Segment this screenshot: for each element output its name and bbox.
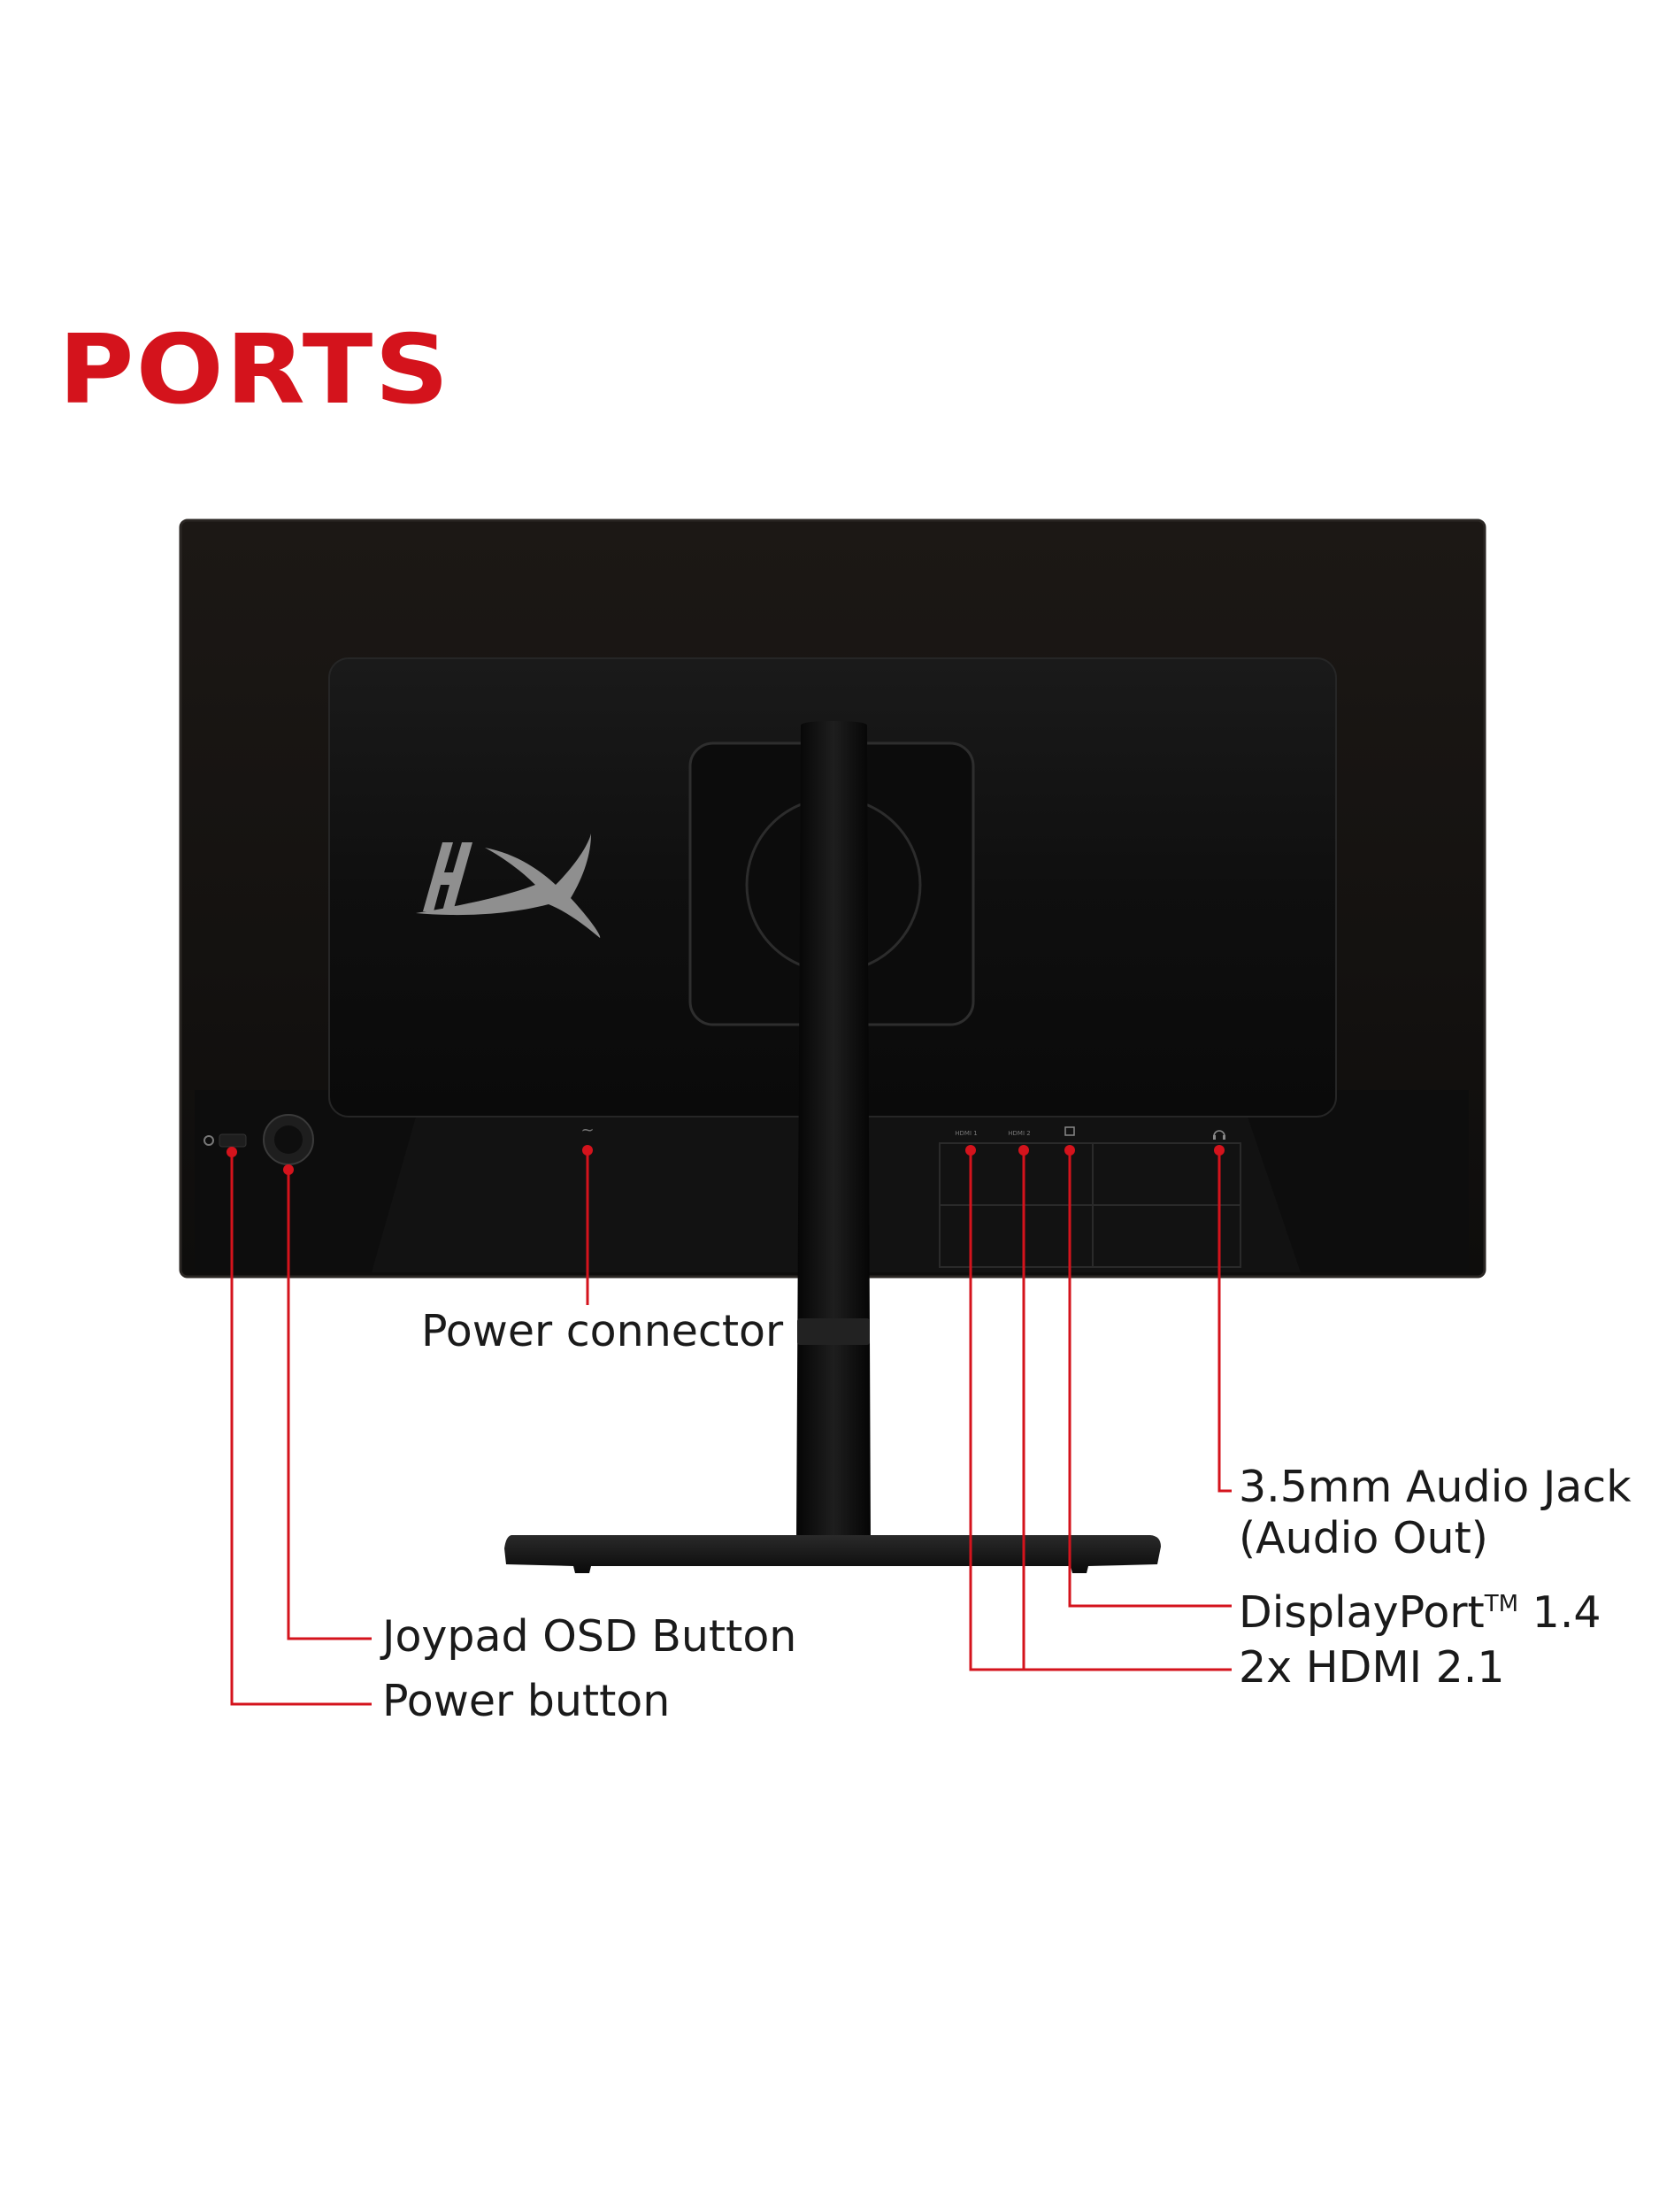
audio-jack-line1: 3.5mm Audio Jack <box>1239 1462 1632 1512</box>
power-connector-label: Power connector <box>421 1306 784 1356</box>
headphone-icon <box>1213 1130 1225 1140</box>
trademark-mark: TM <box>1484 1591 1519 1617</box>
displayport-label: DisplayPortTM 1.4 <box>1239 1578 1601 1639</box>
hdmi2-port-label: HDMI 2 <box>1008 1130 1030 1137</box>
callout-lines <box>230 1150 1232 1706</box>
page-title: PORTS <box>58 315 451 426</box>
hyperx-logo <box>416 833 601 938</box>
power-button-label: Power button <box>382 1676 671 1726</box>
audio-jack-label: 3.5mm Audio Jack (Audio Out) <box>1239 1462 1632 1564</box>
callout-dots <box>227 1145 1225 1175</box>
displayport-icon <box>1064 1126 1075 1136</box>
power-port-label: ~ <box>580 1121 594 1140</box>
displayport-name: DisplayPort <box>1239 1587 1485 1638</box>
hdmi-label: 2x HDMI 2.1 <box>1239 1642 1505 1693</box>
audio-jack-line2: (Audio Out) <box>1239 1513 1488 1563</box>
power-button <box>204 1133 247 1148</box>
displayport-version: 1.4 <box>1518 1587 1601 1638</box>
stand-neck <box>796 721 871 1543</box>
joypad-osd-button <box>263 1114 314 1165</box>
joypad-label: Joypad OSD Button <box>382 1611 797 1662</box>
hdmi1-port-label: HDMI 1 <box>955 1130 977 1137</box>
stand-base <box>504 1535 1161 1573</box>
